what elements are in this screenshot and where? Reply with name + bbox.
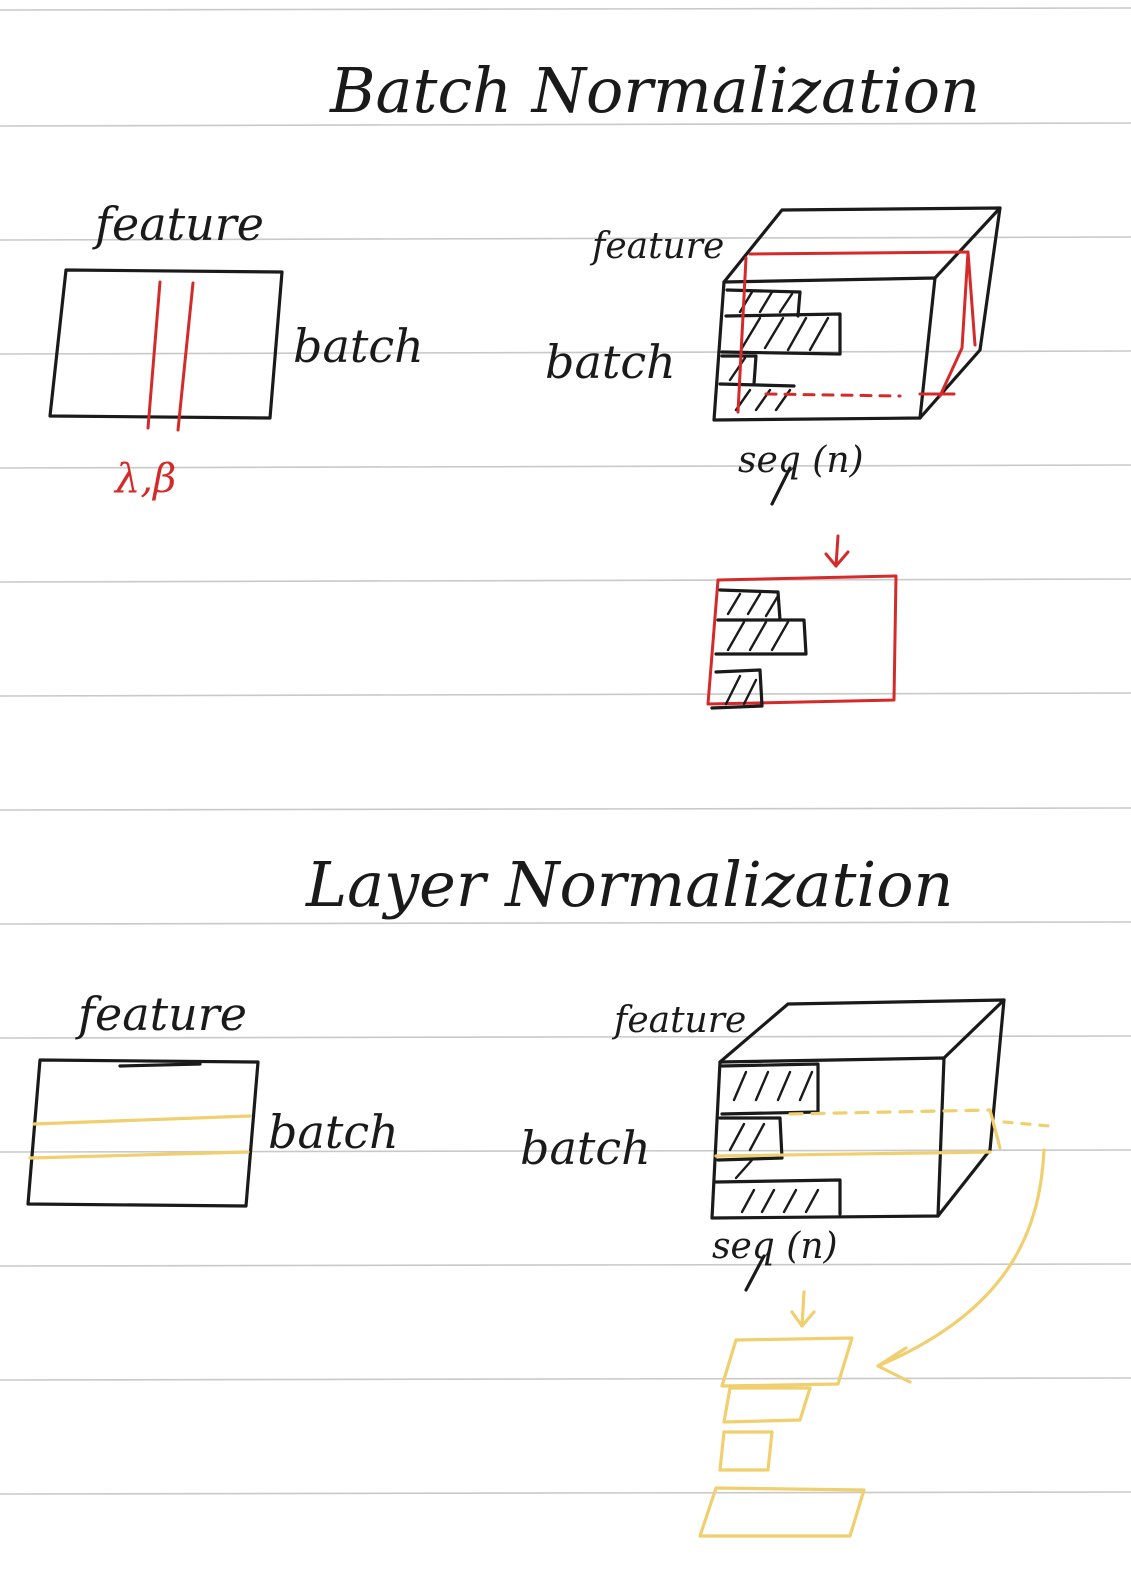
layer-norm-curved-arrow	[876, 1148, 1046, 1384]
batch-norm-cube-slice-highlight	[736, 250, 977, 414]
batch-norm-cube-batch-label: batch	[545, 335, 676, 389]
batch-norm-cube-seq-label: seq (n)	[738, 440, 864, 481]
layer-norm-cube-feature-label: feature	[611, 1000, 746, 1041]
layer-norm-seq-pointer	[744, 1254, 766, 1292]
layer-norm-cube-seq-label: seq (n)	[712, 1226, 838, 1267]
batch-norm-seq-pointer	[770, 466, 792, 506]
batch-norm-matrix-feature-label: feature	[92, 197, 264, 251]
layer-norm-cube-batch-label: batch	[520, 1121, 651, 1175]
layer-norm-matrix-feature-label: feature	[75, 987, 247, 1041]
batch-norm-result-slice	[706, 574, 898, 710]
batch-norm-matrix-batch-label: batch	[293, 319, 424, 373]
layer-norm-cube	[710, 998, 1006, 1220]
layer-norm-matrix	[26, 1058, 260, 1208]
layer-norm-matrix-batch-label: batch	[268, 1105, 399, 1159]
batch-norm-params-label: λ,β	[113, 456, 176, 502]
layer-norm-down-arrow	[790, 1290, 816, 1328]
ruled-lines	[0, 7, 1131, 1495]
layer-norm-result-rows	[698, 1336, 866, 1538]
layer-norm-cube-slice-highlight	[714, 1108, 1052, 1158]
layer-norm-batch-row-highlight	[28, 1114, 252, 1160]
batch-norm-title: Batch Normalization	[329, 54, 980, 127]
batch-norm-cube-feature-label: feature	[589, 226, 724, 267]
layer-norm-title: Layer Normalization	[305, 848, 953, 921]
batch-norm-matrix	[48, 268, 284, 420]
batch-norm-cube	[712, 206, 1002, 422]
batch-norm-down-arrow	[824, 534, 850, 568]
batch-norm-feature-column-highlight	[146, 280, 195, 432]
